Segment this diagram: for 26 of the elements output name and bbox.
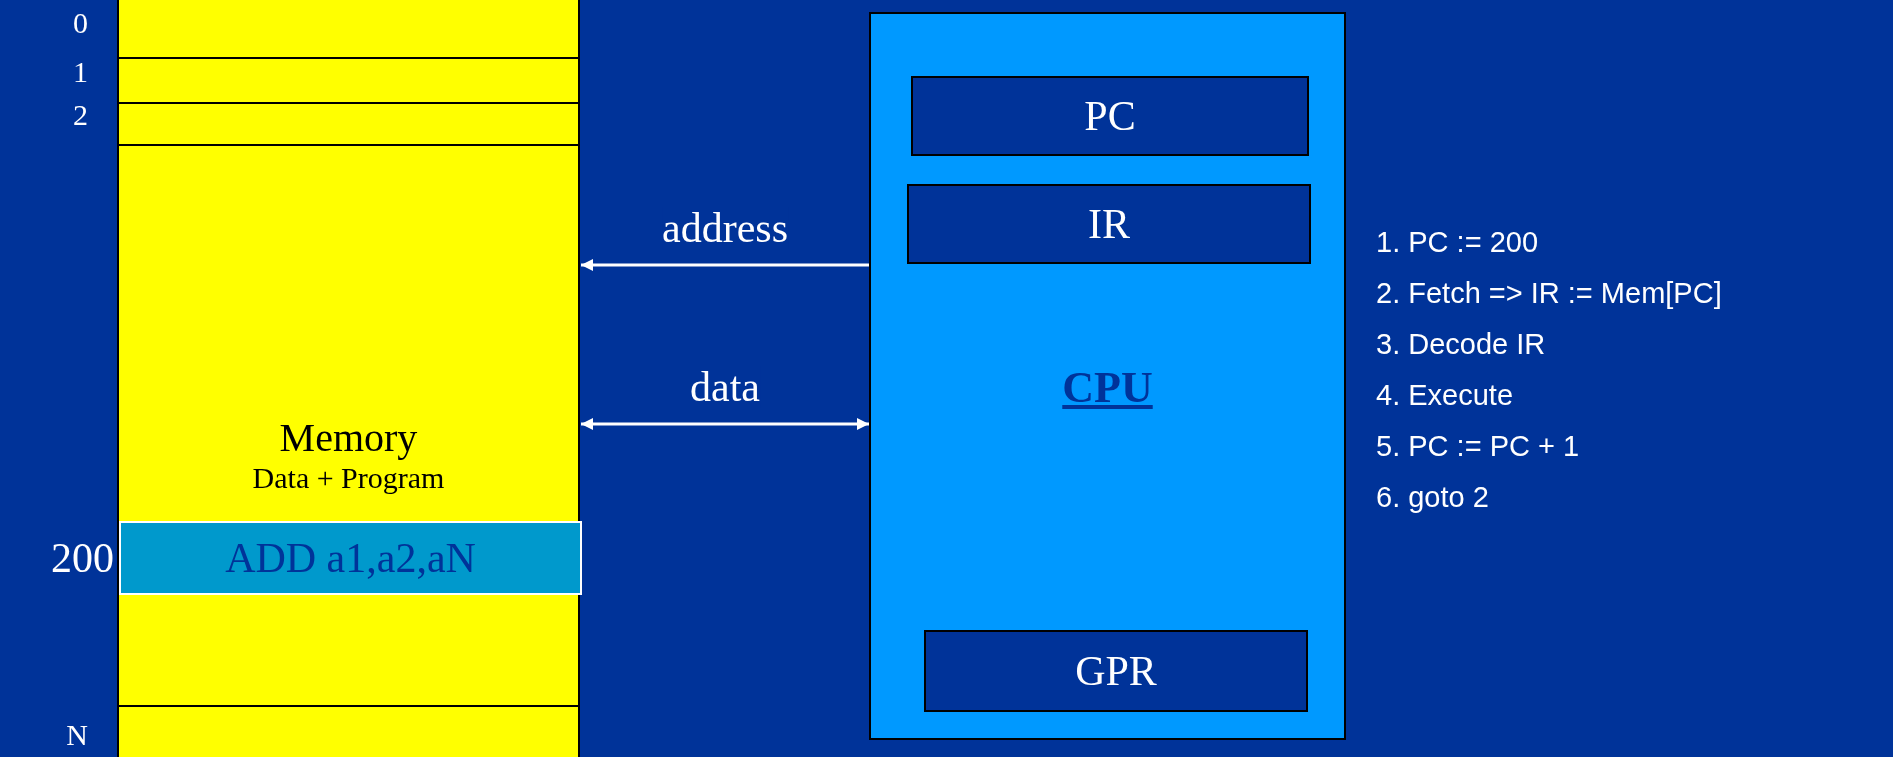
row-number: 2 [73,100,88,130]
memory-block [117,0,580,757]
row-number: N [66,720,88,750]
cpu-label: CPU [1062,366,1153,410]
arrow [581,418,869,430]
register-box [907,184,1311,264]
register-box [924,630,1308,712]
address-number: 200 [51,537,114,579]
arrow [581,259,869,271]
row-number: 0 [73,8,88,38]
step-text: 1. PC := 200 [1376,228,1539,257]
block-subtitle: Data + Program [252,463,445,493]
row-number: 1 [73,57,88,87]
register-label: IR [1088,203,1130,245]
step-text: 6. goto 2 [1376,483,1489,512]
register-label: GPR [1075,650,1157,692]
step-text: 3. Decode IR [1376,330,1546,359]
step-text: 4. Execute [1376,381,1514,410]
register-label: PC [1084,95,1136,137]
instruction-text: ADD a1,a2,aN [225,537,476,579]
memory-cell [119,521,582,595]
cpu-box [869,12,1346,740]
step-text: 2. Fetch => IR := Mem[PC] [1376,279,1722,308]
step-text: 5. PC := PC + 1 [1376,432,1580,461]
block-title: Memory [279,418,418,458]
register-box [911,76,1309,156]
